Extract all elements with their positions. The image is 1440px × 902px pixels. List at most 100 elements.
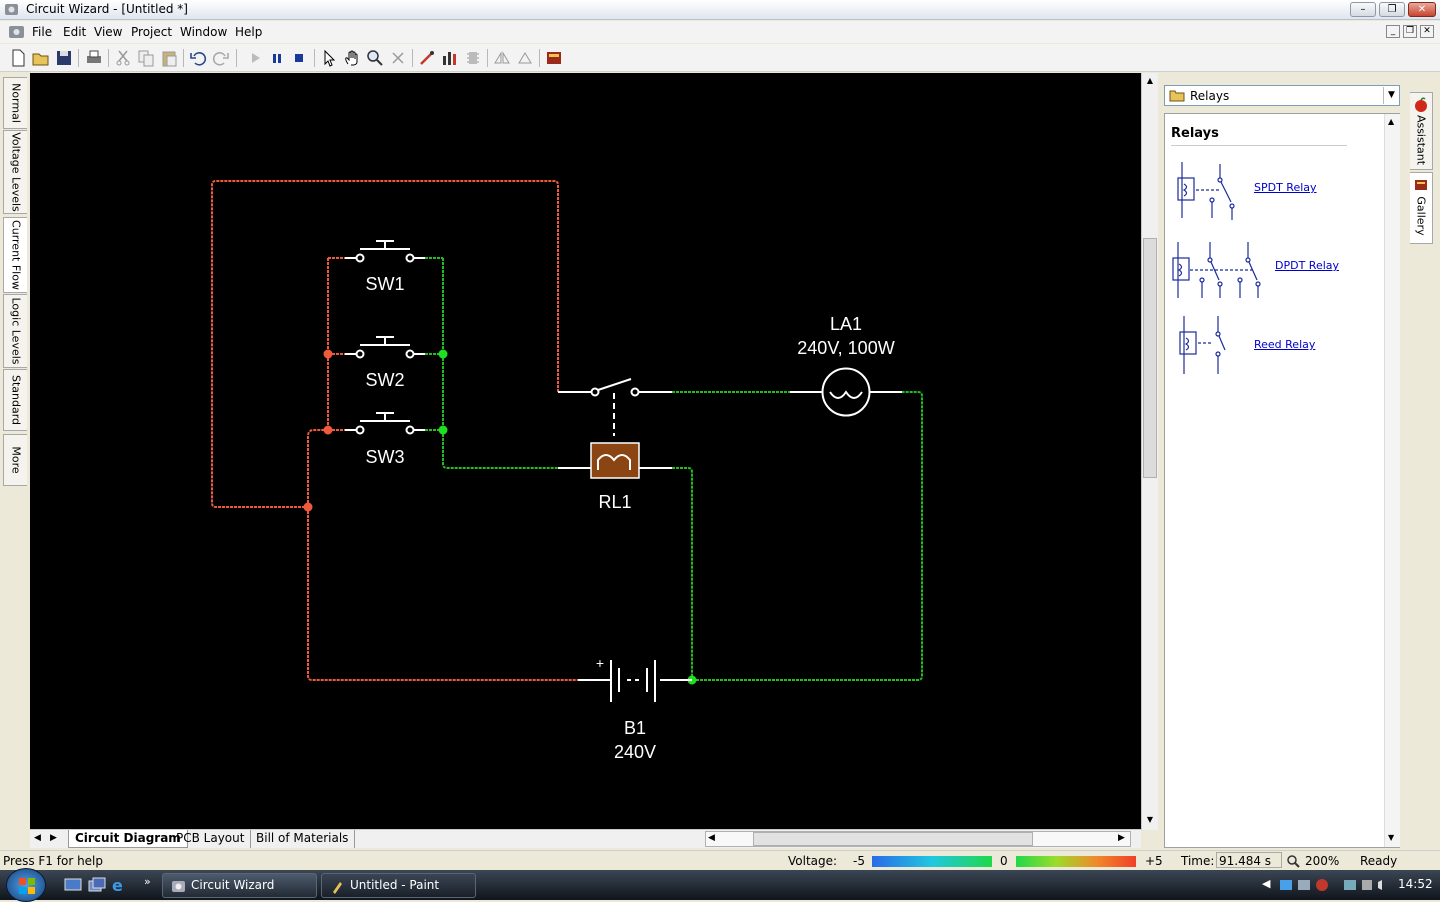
voltage-label: Voltage: bbox=[788, 854, 838, 868]
taskbar-item-circuit-wizard[interactable]: Circuit Wizard bbox=[162, 873, 317, 898]
document-icon[interactable] bbox=[8, 24, 25, 40]
rotate-icon[interactable] bbox=[515, 48, 535, 68]
tab-more[interactable]: More bbox=[3, 434, 27, 486]
label-b1-voltage: 240V bbox=[614, 742, 656, 762]
flip-horizontal-icon[interactable] bbox=[492, 48, 512, 68]
print-icon[interactable] bbox=[84, 48, 104, 68]
new-icon[interactable] bbox=[8, 48, 28, 68]
menu-bar: File Edit View Project Window Help _ ❐ ✕ bbox=[0, 21, 1440, 43]
scroll-right-arrow[interactable]: ▶ bbox=[1118, 833, 1125, 843]
redo-icon[interactable] bbox=[211, 48, 231, 68]
label-sw2: SW2 bbox=[365, 370, 404, 390]
tab-scroll-left-icon[interactable]: ◀ bbox=[34, 833, 41, 843]
cut-icon[interactable] bbox=[113, 48, 133, 68]
sheet-tab-bar: ◀ ▶ Circuit Diagram PCB Layout Bill of M… bbox=[30, 829, 1141, 848]
delete-icon[interactable] bbox=[388, 48, 408, 68]
menu-file[interactable]: File bbox=[32, 25, 53, 39]
pause-icon[interactable] bbox=[267, 48, 287, 68]
gallery-scrollbar[interactable]: ▲ ▼ bbox=[1384, 114, 1400, 847]
save-icon[interactable] bbox=[54, 48, 74, 68]
horizontal-scrollbar[interactable]: ◀ ▶ bbox=[705, 831, 1131, 847]
tab-assistant[interactable]: Assistant bbox=[1410, 92, 1433, 170]
taskbar-item-paint[interactable]: Untitled - Paint bbox=[321, 873, 476, 898]
tab-current-flow[interactable]: Current Flow bbox=[3, 217, 27, 293]
probe-icon[interactable] bbox=[417, 48, 437, 68]
start-button[interactable] bbox=[6, 868, 46, 902]
tab-normal[interactable]: Normal bbox=[3, 77, 27, 129]
link-reed-relay[interactable]: Reed Relay bbox=[1254, 338, 1316, 351]
quicklaunch-more-icon[interactable]: » bbox=[144, 875, 151, 888]
play-icon[interactable] bbox=[245, 48, 265, 68]
menu-help[interactable]: Help bbox=[235, 25, 263, 39]
paint-app-icon bbox=[333, 882, 342, 894]
circuit-canvas[interactable]: SW1 SW2 SW3 RL1 LA1 240V, 100W B1 240V + bbox=[30, 73, 1141, 829]
graph-icon[interactable] bbox=[440, 48, 460, 68]
menu-edit[interactable]: Edit bbox=[63, 25, 87, 39]
gallery-category-dropdown[interactable]: Relays ▼ bbox=[1164, 85, 1400, 106]
gallery-book-icon[interactable] bbox=[544, 48, 564, 68]
open-icon[interactable] bbox=[31, 48, 51, 68]
switch-windows-icon[interactable] bbox=[88, 877, 106, 893]
copy-icon[interactable] bbox=[136, 48, 156, 68]
link-spdt-relay[interactable]: SPDT Relay bbox=[1254, 181, 1317, 194]
menu-view[interactable]: View bbox=[94, 25, 123, 39]
time-value: 91.484 s bbox=[1216, 852, 1282, 868]
tab-pcb-layout[interactable]: PCB Layout bbox=[170, 830, 252, 848]
scroll-down-arrow[interactable]: ▼ bbox=[1146, 815, 1154, 824]
gallery-item-reed-relay[interactable]: Reed Relay bbox=[1164, 306, 1384, 378]
paste-icon[interactable] bbox=[159, 48, 179, 68]
close-button[interactable]: ✕ bbox=[1408, 2, 1436, 17]
tab-circuit-diagram[interactable]: Circuit Diagram bbox=[68, 830, 188, 848]
minimize-button[interactable]: – bbox=[1350, 2, 1376, 17]
vertical-scroll-thumb[interactable] bbox=[1143, 238, 1157, 478]
select-pointer-icon[interactable] bbox=[319, 48, 339, 68]
horizontal-scroll-thumb[interactable] bbox=[753, 832, 1033, 846]
tab-gallery[interactable]: Gallery bbox=[1410, 172, 1433, 244]
windows-logo-icon bbox=[19, 878, 35, 894]
zoom-level: 200% bbox=[1305, 854, 1340, 868]
vertical-scrollbar[interactable]: ▲ ▼ bbox=[1141, 73, 1158, 830]
assistant-icon bbox=[1415, 97, 1427, 112]
toolbar bbox=[0, 44, 1440, 72]
mdi-minimize-button[interactable]: _ bbox=[1386, 25, 1400, 38]
tab-standard[interactable]: Standard bbox=[3, 369, 27, 431]
spdt-relay-icon bbox=[1177, 162, 1235, 220]
junction-dot bbox=[303, 502, 313, 512]
voltage-max: +5 bbox=[1145, 854, 1163, 868]
system-tray-icons[interactable] bbox=[1278, 877, 1388, 893]
show-desktop-icon[interactable] bbox=[64, 877, 82, 893]
window-title: Circuit Wizard - [Untitled *] bbox=[26, 2, 188, 16]
zoom-icon[interactable] bbox=[365, 48, 385, 68]
junction-dot bbox=[438, 425, 448, 435]
link-dpdt-relay[interactable]: DPDT Relay bbox=[1275, 259, 1340, 272]
chevron-down-icon[interactable]: ▼ bbox=[1383, 87, 1399, 104]
tab-logic-levels[interactable]: Logic Levels bbox=[3, 294, 27, 368]
stop-icon[interactable] bbox=[289, 48, 309, 68]
scroll-up-arrow[interactable]: ▲ bbox=[1146, 76, 1154, 85]
component-icon[interactable] bbox=[463, 48, 483, 68]
gallery-item-dpdt-relay[interactable]: DPDT Relay bbox=[1164, 230, 1384, 302]
tray-expand-icon[interactable]: ◀ bbox=[1262, 877, 1271, 890]
internet-explorer-icon[interactable]: e bbox=[110, 876, 128, 894]
time-label: Time: bbox=[1181, 854, 1215, 868]
status-ready: Ready bbox=[1360, 854, 1398, 868]
undo-icon[interactable] bbox=[188, 48, 208, 68]
wire-ground-lamp bbox=[692, 391, 923, 681]
relay-contact bbox=[558, 378, 672, 436]
tab-scroll-right-icon[interactable]: ▶ bbox=[50, 833, 57, 843]
voltage-scale-negative bbox=[872, 856, 992, 867]
mdi-close-button[interactable]: ✕ bbox=[1420, 25, 1434, 38]
gallery-item-spdt-relay[interactable]: SPDT Relay bbox=[1164, 150, 1384, 222]
scroll-left-arrow[interactable]: ◀ bbox=[708, 833, 715, 843]
relay-rl1 bbox=[590, 442, 640, 479]
tab-voltage-levels[interactable]: Voltage Levels bbox=[3, 130, 27, 214]
maximize-button[interactable]: ❐ bbox=[1379, 2, 1405, 17]
label-sw1: SW1 bbox=[365, 274, 404, 294]
tab-bill-of-materials[interactable]: Bill of Materials bbox=[250, 830, 356, 848]
label-b1: B1 bbox=[624, 718, 646, 738]
menu-window[interactable]: Window bbox=[180, 25, 228, 39]
mdi-restore-button[interactable]: ❐ bbox=[1403, 25, 1417, 38]
menu-project[interactable]: Project bbox=[131, 25, 173, 39]
pan-hand-icon[interactable] bbox=[342, 48, 362, 68]
wire-positive-bottom bbox=[307, 507, 578, 681]
